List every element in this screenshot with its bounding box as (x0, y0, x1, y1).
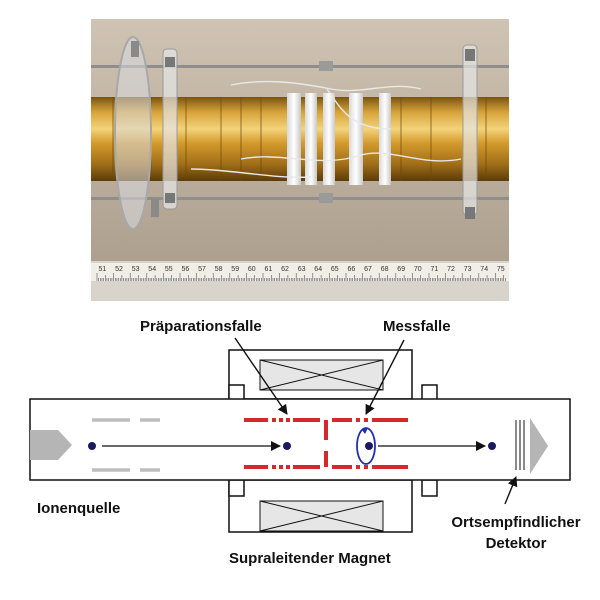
ruler-number: 58 (215, 266, 223, 273)
measure-trap-callout-arrow (365, 339, 405, 415)
ruler-number: 73 (464, 266, 472, 273)
measure-trap-electrodes (332, 418, 408, 469)
ruler-number: 59 (231, 266, 239, 273)
prep-trap-callout-arrow (234, 337, 288, 415)
ruler-number: 70 (414, 266, 422, 273)
prep-trap-electrodes (244, 418, 320, 469)
orbit-arrowhead (362, 428, 368, 434)
detector-label-line2: Detektor (485, 535, 547, 552)
magnet-coil-top (259, 359, 384, 391)
ruler-number: 64 (314, 266, 322, 273)
magnet-label: Supraleitender Magnet (229, 550, 391, 567)
detector-shape (530, 418, 548, 474)
ruler: 51 52 53 54 55 56 57 58 59 60 61 62 63 64 65 66 67 68 69 70… (91, 261, 509, 301)
detector-callout-arrow (504, 476, 518, 505)
source-electrodes (92, 418, 160, 472)
ruler-number: 56 (182, 266, 190, 273)
ruler-number: 71 (431, 266, 439, 273)
left-clamp (162, 48, 178, 210)
detector-label-line1: Ortsempfindlicher (451, 514, 581, 531)
ruler-number: 54 (148, 266, 156, 273)
wires (190, 80, 462, 178)
ruler-number: 72 (447, 266, 455, 273)
ruler-number: 63 (298, 266, 306, 273)
ruler-number: 52 (115, 266, 123, 273)
ion-source-label: Ionenquelle (37, 500, 121, 517)
ruler-number: 69 (397, 266, 405, 273)
detector-ion (488, 442, 496, 450)
right-clamp (462, 44, 478, 219)
ruler-number: 53 (132, 266, 140, 273)
ruler-number: 51 (99, 266, 107, 273)
ruler-number: 74 (480, 266, 488, 273)
magnet-body (228, 349, 438, 533)
ruler-number: 68 (381, 266, 389, 273)
prep-trap-label: Präparationsfalle (140, 318, 262, 335)
ion-source-shape (30, 430, 72, 460)
ruler-number: 61 (265, 266, 273, 273)
ruler-number: 57 (198, 266, 206, 273)
trap-tower-photo-svg: 51 52 53 54 55 56 57 58 59 60 61 62 63 64 65 66 67 68 69 70… (91, 19, 509, 301)
ruler-number: 65 (331, 266, 339, 273)
ruler-number: 55 (165, 266, 173, 273)
detector-label: Ortsempfindlicher Detektor (434, 512, 598, 554)
ruler-number: 62 (281, 266, 289, 273)
ruler-number: 66 (348, 266, 356, 273)
ruler-number: 60 (248, 266, 256, 273)
ruler-number: 67 (364, 266, 372, 273)
support-rods (91, 61, 509, 203)
measure-trap-label: Messfalle (383, 318, 451, 335)
ceramic-spacers (287, 93, 391, 185)
magnet-coil-bottom (259, 500, 384, 532)
cyclotron-orbit-icon (356, 427, 376, 465)
detector-plates (515, 420, 525, 470)
beam-tube (29, 398, 571, 481)
prep-trap-ion (283, 442, 291, 450)
trap-tower-photo: 51 52 53 54 55 56 57 58 59 60 61 62 63 64 65 66 67 68 69 70… (91, 19, 509, 301)
measure-trap-ion (365, 442, 373, 450)
left-flange (114, 36, 159, 230)
ion-source-ion (88, 442, 96, 450)
ruler-number: 75 (497, 266, 505, 273)
